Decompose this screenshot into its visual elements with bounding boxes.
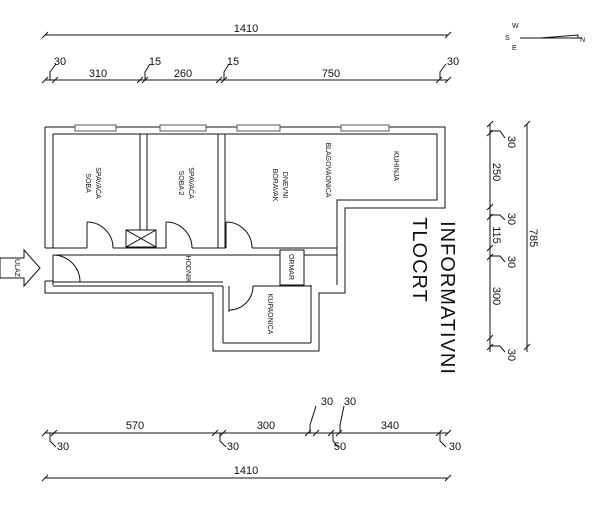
room-label-living-a: DNEVNI [281,172,288,199]
bottom-small-30a: 30 [57,441,69,453]
room-label-hallway: HODNIK [184,255,191,283]
right-total-label: 785 [527,229,539,247]
right-seg-30b: 30 [505,213,517,225]
room-label-bedroom-1a: SPAVAĆA [94,167,103,199]
interior-walls [53,134,337,344]
compass-n: N [580,37,585,44]
bottom-seg-300: 300 [257,420,275,432]
right-seg-300: 300 [490,287,502,305]
exterior-walls [44,126,446,352]
room-label-closet: ORMAR [287,254,294,280]
bottom-segment-dimension [41,405,452,448]
top-seg-260: 260 [174,68,192,80]
bottom-seg-340: 340 [381,420,399,432]
room-label-bedroom-2a: SPAVAĆA [187,167,196,199]
north-arrow-icon [520,34,582,39]
bottom-small-30c: 30 [449,441,461,453]
top-segment-dimension [41,63,452,84]
top-seg-750: 750 [322,68,340,80]
entrance-label: ULAZ [13,259,20,278]
right-segment-dimension [486,120,506,353]
bottom-seg-30a: 30 [321,396,333,408]
right-seg-30d: 30 [505,349,517,361]
top-seg-30b: 30 [447,56,459,68]
top-seg-310: 310 [89,68,107,80]
compass-e: E [512,45,517,52]
bottom-seg-570: 570 [126,420,144,432]
top-seg-15b: 15 [227,56,239,68]
compass-w: W [512,23,519,30]
room-label-kitchen: KUHINJA [392,151,399,181]
right-seg-250: 250 [490,163,502,181]
window-row [74,124,390,132]
bottom-small-30b: 30 [227,441,239,453]
top-total-label: 1410 [234,23,258,35]
plan-title-line-2: TLOCRT [408,217,430,303]
bottom-total-label: 1410 [234,465,258,477]
bottom-small-50: 50 [334,441,346,453]
bottom-seg-30b: 30 [344,396,356,408]
door-swings [45,221,254,312]
room-label-bedroom-2b: SOBA 2 [177,171,184,196]
entrance-arrow-icon [0,248,41,288]
top-total-dimension [41,31,452,39]
shaft-icon [125,229,157,248]
plan-title-line-1: INFORMATIVNI [436,221,458,375]
top-seg-15a: 15 [149,56,161,68]
room-label-bedroom-1b: SOBA [84,173,91,193]
compass-s: S [505,35,510,42]
right-total-dimension [523,120,531,352]
right-seg-115: 115 [490,226,502,244]
bottom-total-dimension [41,474,452,482]
room-label-living-b: BORAVAK [271,169,278,202]
room-label-dining: BLAGOVAONICA [324,142,331,197]
right-seg-30a: 30 [505,136,517,148]
top-seg-30a: 30 [54,56,66,68]
room-label-bathroom: KUPAONICA [266,294,273,335]
right-seg-30c: 30 [505,256,517,268]
